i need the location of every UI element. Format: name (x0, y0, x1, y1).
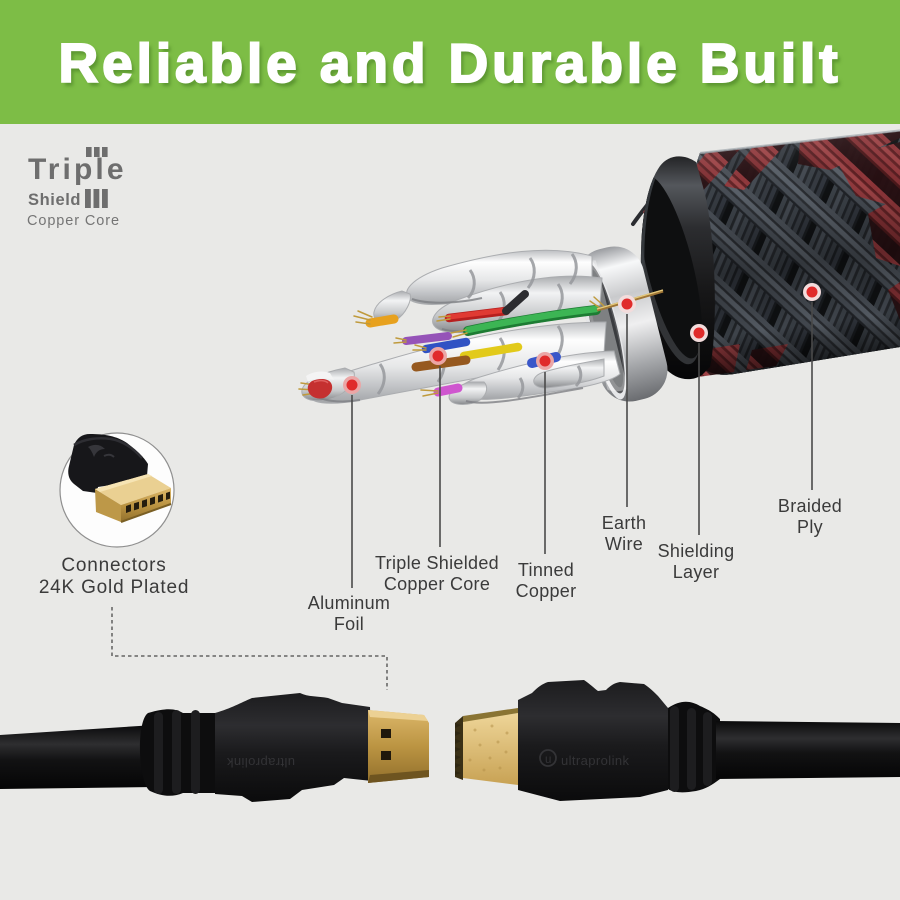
svg-text:u: u (545, 754, 551, 766)
svg-text:ultraprolink: ultraprolink (561, 753, 629, 768)
svg-text:ultraprolink: ultraprolink (227, 755, 295, 770)
